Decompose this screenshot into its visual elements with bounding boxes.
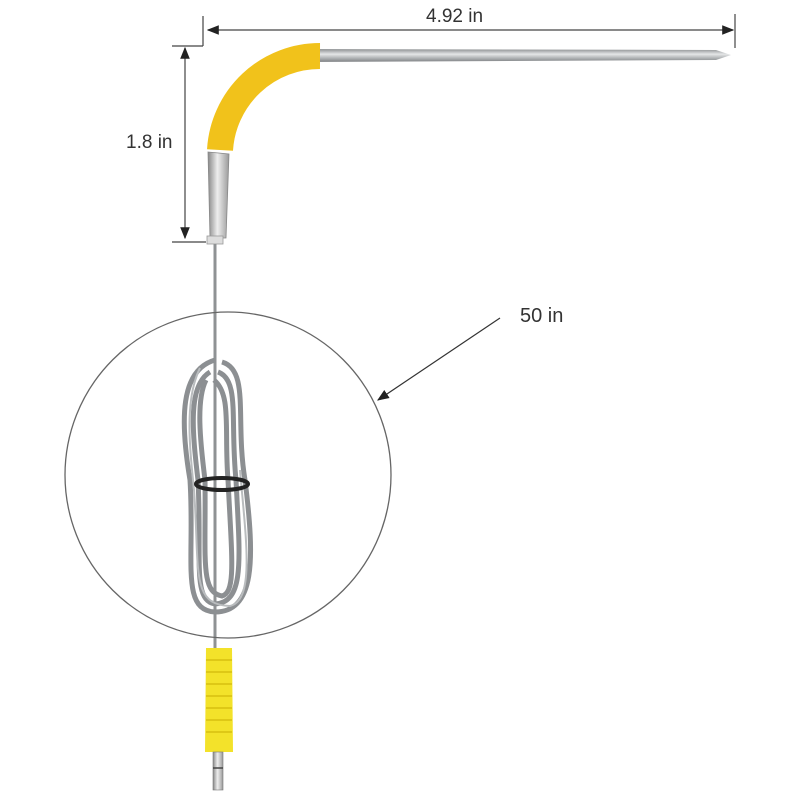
- length-dimension: [172, 14, 736, 48]
- height-dimension: [172, 46, 206, 243]
- length-label: 4.92 in: [426, 6, 484, 27]
- pointer-arrow: [377, 317, 501, 401]
- yellow-handle: [207, 42, 321, 152]
- cable-coil: [181, 357, 254, 615]
- height-label: 1.8 in: [126, 132, 173, 153]
- magnify-circle: [64, 311, 392, 639]
- yellow-connector: [205, 648, 233, 791]
- cable-length-label: 50 in: [520, 305, 564, 327]
- metal-sleeve: [207, 151, 230, 239]
- probe-rod: [300, 49, 731, 62]
